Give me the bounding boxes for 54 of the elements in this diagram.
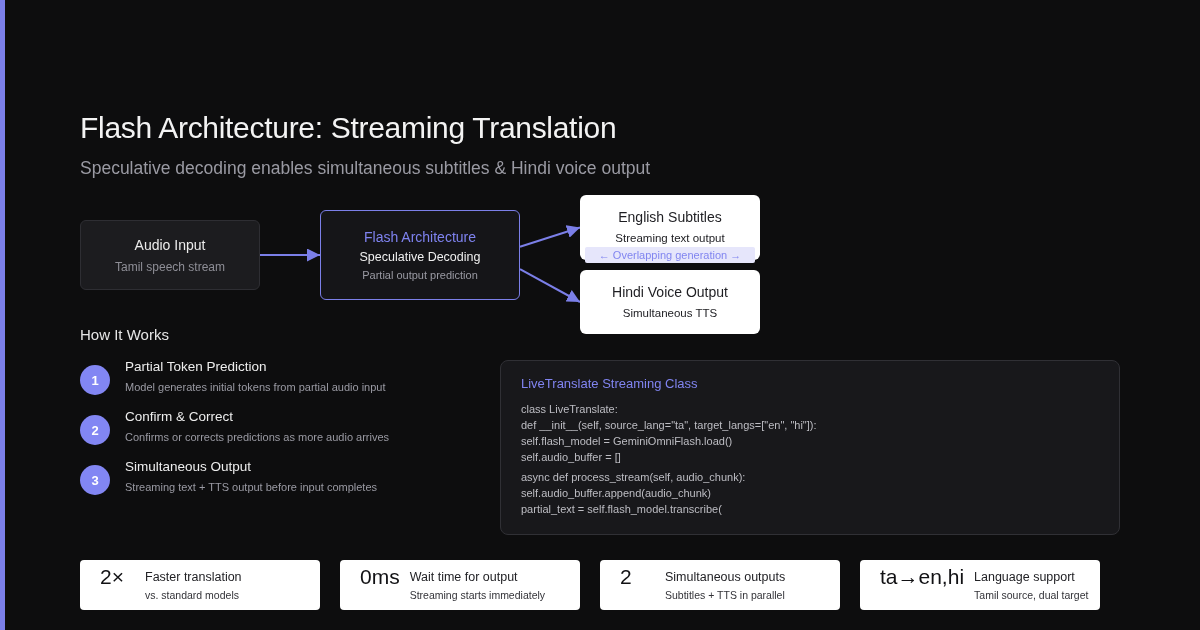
node-subtitle: Speculative Decoding bbox=[359, 248, 481, 265]
node-description: Partial output prediction bbox=[362, 267, 478, 283]
step-description: Model generates initial tokens from partial audio input bbox=[125, 380, 386, 395]
section-heading: How It Works bbox=[80, 326, 169, 343]
node-title: Hindi Voice Output bbox=[612, 283, 728, 301]
code-line: self.audio_buffer.append(audio_chunk) bbox=[521, 486, 711, 501]
stat-card bbox=[860, 560, 1100, 610]
stat-value: 2× bbox=[100, 564, 125, 590]
code-line: partial_text = self.flash_model.transcribe( bbox=[521, 502, 722, 517]
code-line: class LiveTranslate: bbox=[521, 402, 618, 417]
node-title: Audio Input bbox=[134, 235, 206, 254]
code-line: self.audio_buffer = [] bbox=[521, 450, 621, 465]
stat-description: vs. standard models bbox=[145, 588, 240, 602]
process-box bbox=[80, 220, 260, 290]
stat-value: 2 bbox=[620, 564, 633, 590]
code-line: async def process_stream(self, audio_chunk): bbox=[521, 470, 746, 485]
arrow bbox=[519, 225, 581, 248]
code-line: self.flash_model = GeminiOmniFlash.load() bbox=[521, 434, 733, 449]
stat-description: Subtitles + TTS in parallel bbox=[665, 588, 786, 602]
stat-label: Language support bbox=[974, 570, 1076, 585]
node-title: Flash Architecture bbox=[363, 227, 477, 246]
stat-card bbox=[80, 560, 320, 610]
process-box bbox=[320, 210, 520, 300]
highlight-band bbox=[585, 247, 755, 263]
arrow bbox=[519, 268, 581, 303]
step-number: 3 bbox=[80, 465, 110, 495]
step-description: Streaming text + TTS output before input completes bbox=[125, 480, 378, 495]
stat-label: Faster translation bbox=[145, 570, 242, 585]
step-number: 2 bbox=[80, 415, 110, 445]
step-number: 1 bbox=[80, 365, 110, 395]
subtitle: Speculative decoding enables simultaneous subtitles & Hindi voice output bbox=[80, 158, 651, 179]
node-title: English Subtitles bbox=[618, 208, 722, 226]
stat-value: 0ms bbox=[360, 564, 400, 590]
node-description: Streaming text output bbox=[615, 231, 725, 246]
stat-value: ta→en,hi bbox=[880, 564, 965, 590]
code-line: def __init__(self, source_lang="ta", target_langs=["en", "hi"]): bbox=[521, 418, 817, 433]
step-description: Confirms or corrects predictions as more audio arrives bbox=[125, 430, 390, 445]
output-box bbox=[580, 270, 760, 334]
node-description: Simultaneous TTS bbox=[622, 306, 718, 321]
step-title: Simultaneous Output bbox=[125, 459, 252, 475]
stat-label: Simultaneous outputs bbox=[665, 570, 786, 585]
node-description: Tamil speech stream bbox=[114, 258, 225, 275]
step-title: Confirm & Correct bbox=[125, 409, 234, 425]
arrow bbox=[259, 248, 321, 262]
stat-label: Wait time for output bbox=[409, 570, 519, 585]
band-text: ← Overlapping generation → bbox=[598, 248, 742, 262]
title: Flash Architecture: Streaming Translation bbox=[80, 111, 617, 145]
code-panel-title: LiveTranslate Streaming Class bbox=[521, 376, 699, 392]
stat-description: Tamil source, dual target bbox=[974, 588, 1089, 602]
stat-card bbox=[340, 560, 580, 610]
stat-card bbox=[600, 560, 840, 610]
stat-description: Streaming starts immediately bbox=[409, 588, 546, 602]
step-title: Partial Token Prediction bbox=[125, 359, 267, 375]
code-panel bbox=[500, 360, 1120, 535]
